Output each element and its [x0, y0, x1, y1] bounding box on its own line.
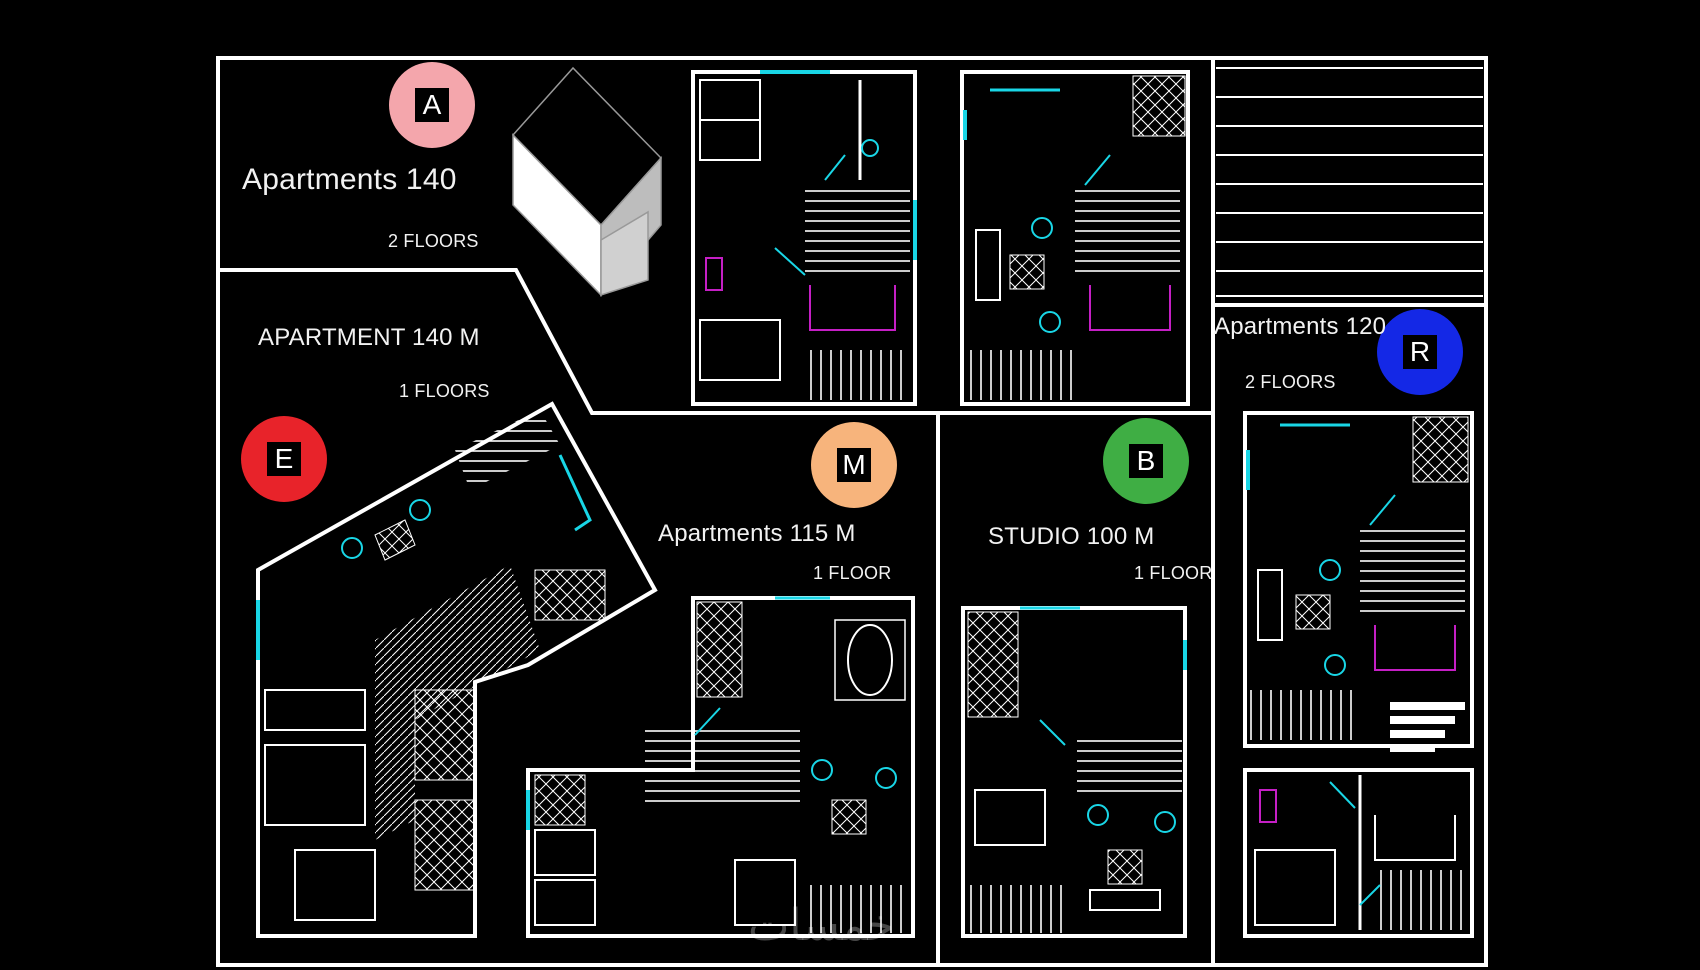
floor-plan-r-2 [1243, 768, 1474, 938]
floor-plan-a-2 [960, 70, 1190, 406]
title-block-lines [1216, 67, 1483, 297]
legend-steps [1390, 702, 1465, 752]
block-m-title: Apartments 115 M [658, 520, 856, 547]
badge-r: R [1377, 309, 1463, 395]
block-e-floors: 1 FLOORS [399, 381, 490, 401]
badge-b: B [1103, 418, 1189, 504]
badge-e-letter: E [267, 442, 301, 476]
sheet-frame [216, 56, 1488, 967]
badge-b-letter: B [1129, 444, 1163, 478]
block-r-title: Apartments 120 [1214, 313, 1387, 340]
floor-plan-r-1 [1243, 411, 1474, 748]
badge-m-letter: M [837, 448, 871, 482]
floor-plan-e [256, 401, 658, 938]
block-a-title: Apartments 140 [242, 163, 457, 196]
isometric-massing [511, 66, 663, 298]
block-b-floors: 1 FLOOR [1134, 563, 1213, 583]
badge-a-letter: A [415, 88, 449, 122]
block-e-title: APARTMENT 140 M [258, 324, 480, 351]
badge-r-letter: R [1403, 335, 1437, 369]
block-m-floors: 1 FLOOR [813, 563, 892, 583]
floor-plan-a-1 [691, 70, 917, 406]
watermark: خمسات [748, 900, 895, 951]
block-b-title: STUDIO 100 M [988, 523, 1155, 550]
floor-plan-b [961, 606, 1187, 938]
badge-e: E [241, 416, 327, 502]
block-a-floors: 2 FLOORS [388, 231, 479, 251]
badge-m: M [811, 422, 897, 508]
block-r-floors: 2 FLOORS [1245, 372, 1336, 392]
badge-a: A [389, 62, 475, 148]
floor-plan-m [526, 596, 915, 938]
